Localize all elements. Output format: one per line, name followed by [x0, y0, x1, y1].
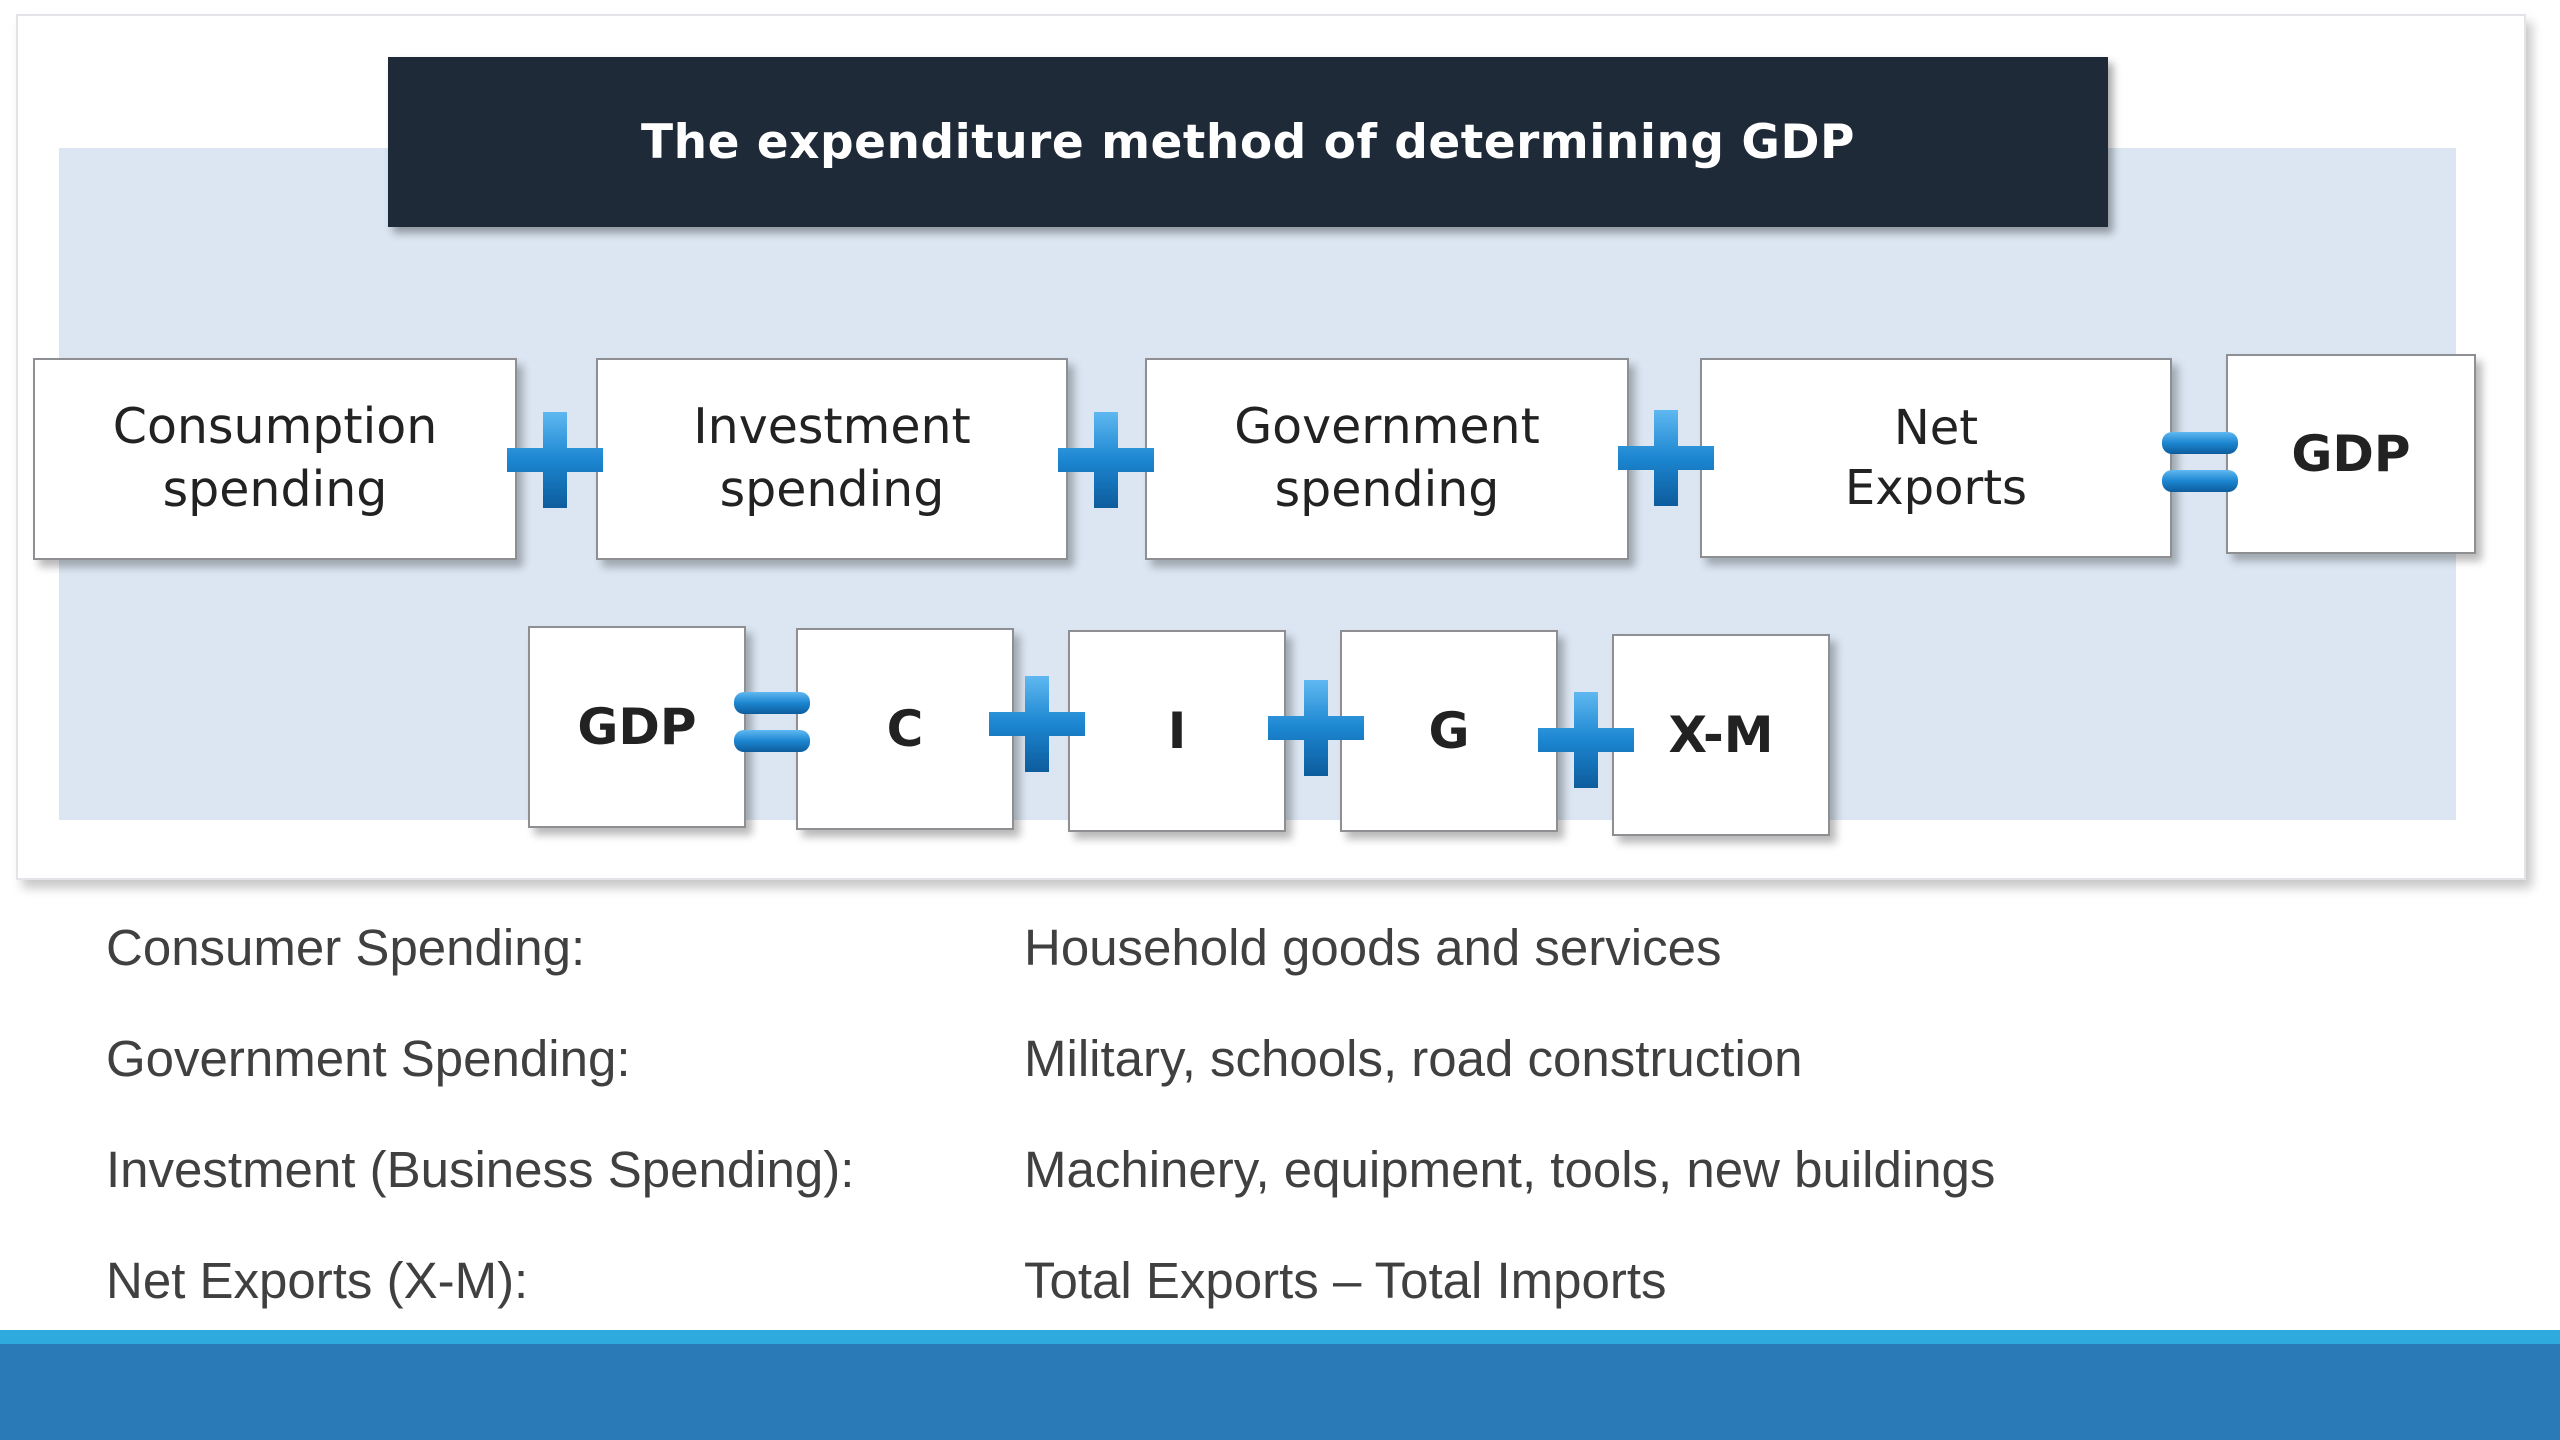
investment-spending-box: Investment spending	[596, 358, 1068, 560]
government-spending-box: Government spending	[1145, 358, 1629, 560]
legend-label-government: Government Spending:	[106, 1030, 631, 1087]
legend-label-investment: Investment (Business Spending):	[106, 1141, 855, 1198]
equals-icon	[2162, 432, 2238, 492]
plus-icon	[507, 412, 603, 508]
legend-label-net-exports: Net Exports (X-M):	[106, 1252, 529, 1309]
plus-icon	[1618, 410, 1714, 506]
consumption-spending-box: Consumption spending	[33, 358, 517, 560]
legend-desc-government: Military, schools, road construction	[1024, 1030, 1803, 1087]
g-box: G	[1340, 630, 1558, 832]
footer-bar	[0, 1344, 2560, 1440]
c-box: C	[796, 628, 1014, 830]
gdp-box: GDP	[528, 626, 746, 828]
footer-stripe	[0, 1330, 2560, 1344]
diagram-title: The expenditure method of determining GD…	[388, 57, 2108, 227]
gdp-result-box: GDP	[2226, 354, 2476, 554]
legend-desc-net-exports: Total Exports – Total Imports	[1024, 1252, 1667, 1309]
i-box: I	[1068, 630, 1286, 832]
legend-label-consumer: Consumer Spending:	[106, 919, 586, 976]
plus-icon	[989, 676, 1085, 772]
legend-desc-consumer: Household goods and services	[1024, 919, 1722, 976]
legend-desc-investment: Machinery, equipment, tools, new buildin…	[1024, 1141, 1996, 1198]
plus-icon	[1058, 412, 1154, 508]
equals-icon	[734, 692, 810, 752]
plus-icon	[1268, 680, 1364, 776]
plus-icon	[1538, 692, 1634, 788]
net-exports-box: Net Exports	[1700, 358, 2172, 558]
x-m-box: X-M	[1612, 634, 1830, 836]
